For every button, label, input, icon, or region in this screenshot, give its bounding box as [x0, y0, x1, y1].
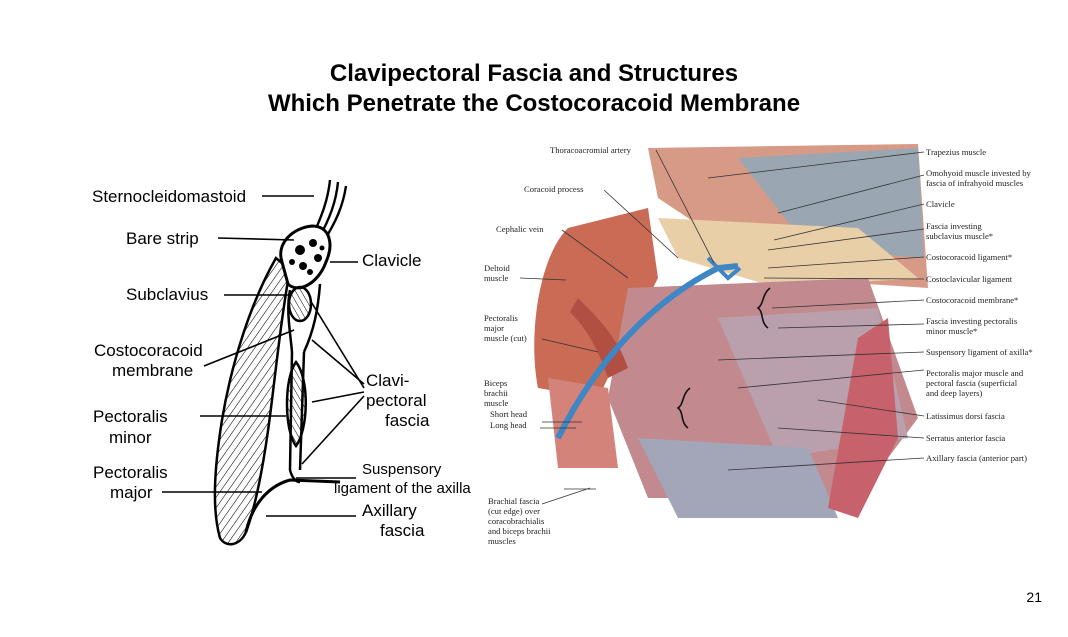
cephalic-vein: [555, 263, 739, 440]
axillary-fascia-shape: [244, 478, 341, 533]
label-brachial-line4: and biceps brachii: [488, 526, 551, 536]
label-bare-strip: Bare strip: [126, 229, 199, 248]
label-clavipectoral-line3: fascia: [385, 411, 430, 430]
label-axillary-fascia-right: Axillary fascia (anterior part): [926, 453, 1027, 463]
label-trapezius: Trapezius muscle: [926, 147, 986, 157]
label-costocoracoid-ligament: Costocoracoid ligament*: [926, 252, 1012, 262]
thoracoacromial-artery: [706, 256, 742, 281]
clavicle-marrow: [289, 239, 325, 275]
neck-fascia-region: [738, 148, 924, 258]
label-suspensory-ligament-axilla: Suspensory ligament of axilla*: [926, 347, 1033, 357]
right-leader-lines-left: [519, 149, 715, 505]
label-suspensory-line2: ligament of the axilla: [334, 480, 471, 497]
label-serratus-fascia: Serratus anterior fascia: [926, 433, 1005, 443]
label-brachial-line1: Brachial fascia: [488, 496, 539, 506]
left-leader-lines: [162, 195, 365, 517]
label-brachial-line2: (cut edge) over: [488, 506, 540, 516]
clavipectoral-schematic: [162, 179, 365, 546]
label-pect-major-line3: muscle (cut): [484, 333, 527, 343]
label-pectoralis-major-line1: Pectoralis: [93, 463, 168, 482]
label-clavipectoral-line2: pectoral: [366, 391, 427, 410]
label-pect-major-fascia-line1: Pectoralis major muscle and: [926, 368, 1024, 378]
label-pect-major-fascia-line3: and deep layers): [926, 388, 982, 398]
label-brachial-line5: muscles: [488, 536, 516, 546]
label-pectoralis-minor-line1: Pectoralis: [93, 407, 168, 426]
label-pectoralis-major-line2: major: [110, 483, 153, 502]
label-sternocleidomastoid: Sternocleidomastoid: [92, 187, 247, 206]
label-clavipectoral-line1: Clavi-: [366, 371, 410, 390]
deltoid-region: [534, 208, 658, 398]
label-deltoid-line2: muscle: [484, 273, 509, 283]
brace-2: [676, 387, 691, 429]
pectoralis-major-cut: [570, 298, 628, 378]
label-deltoid-line1: Deltoid: [484, 263, 510, 273]
label-biceps-line1: Biceps: [484, 378, 508, 388]
label-fascia-subclavius-line2: subclavius muscle*: [926, 231, 993, 241]
label-costoclavicular-ligament: Costoclavicular ligament: [926, 274, 1013, 284]
label-biceps-line3: muscle: [484, 398, 509, 408]
label-pect-major-line1: Pectoralis: [484, 313, 519, 323]
label-omohyoid-line1: Omohyoid muscle invested by: [926, 168, 1031, 178]
label-fascia-pect-minor-line2: minor muscle*: [926, 326, 977, 336]
label-long-head: Long head: [490, 420, 527, 430]
latissimus-region: [828, 318, 898, 518]
label-costocoracoid-line1: Costocoracoid: [94, 341, 203, 360]
pectoralis-minor-shape: [285, 359, 307, 449]
label-fascia-subclavius-line1: Fascia investing: [926, 221, 982, 231]
label-brachial-line3: coracobrachialis: [488, 516, 545, 526]
label-omohyoid-line2: fascia of infrahyoid muscles: [926, 178, 1024, 188]
label-fascia-pect-minor-line1: Fascia investing pectoralis: [926, 316, 1018, 326]
label-axillary-line1: Axillary: [362, 501, 417, 520]
label-clavicle: Clavicle: [362, 251, 422, 270]
anatomical-illustration: Thoracoacromial artery Coracoid process …: [484, 144, 1033, 546]
biceps-region: [548, 378, 618, 468]
label-pect-major-fascia-line2: pectoral fascia (superficial: [926, 378, 1018, 388]
label-costocoracoid-membrane: Costocoracoid membrane*: [926, 295, 1018, 305]
label-suspensory-line1: Suspensory: [362, 461, 442, 478]
label-subclavius: Subclavius: [126, 285, 209, 304]
label-biceps-line2: brachii: [484, 388, 508, 398]
label-pect-major-line2: major: [484, 323, 504, 333]
label-costocoracoid-line2: membrane: [112, 361, 194, 380]
clavicle-shape: [279, 224, 332, 290]
slide-title-line-2: Which Penetrate the Costocoracoid Membra…: [267, 90, 801, 117]
label-coracoid-process: Coracoid process: [524, 184, 584, 194]
brace-1: [756, 287, 771, 329]
pectoralis-major-shape: [213, 256, 292, 546]
axilla-fascia: [638, 438, 838, 518]
slide-title-line-1: Clavipectoral Fascia and Structures: [329, 60, 739, 87]
subclavius-shape: [287, 285, 313, 323]
label-cephalic-vein: Cephalic vein: [496, 224, 544, 234]
label-short-head: Short head: [490, 409, 528, 419]
page-number: 21: [1026, 589, 1042, 605]
label-thoracoacromial-artery: Thoracoacromial artery: [550, 145, 632, 155]
label-pectoralis-minor-line2: minor: [109, 428, 152, 447]
right-leader-lines-right: [707, 151, 925, 471]
label-clavicle-right: Clavicle: [926, 199, 955, 209]
label-axillary-line2: fascia: [380, 521, 425, 540]
label-latissimus-fascia: Latissimus dorsi fascia: [926, 411, 1005, 421]
